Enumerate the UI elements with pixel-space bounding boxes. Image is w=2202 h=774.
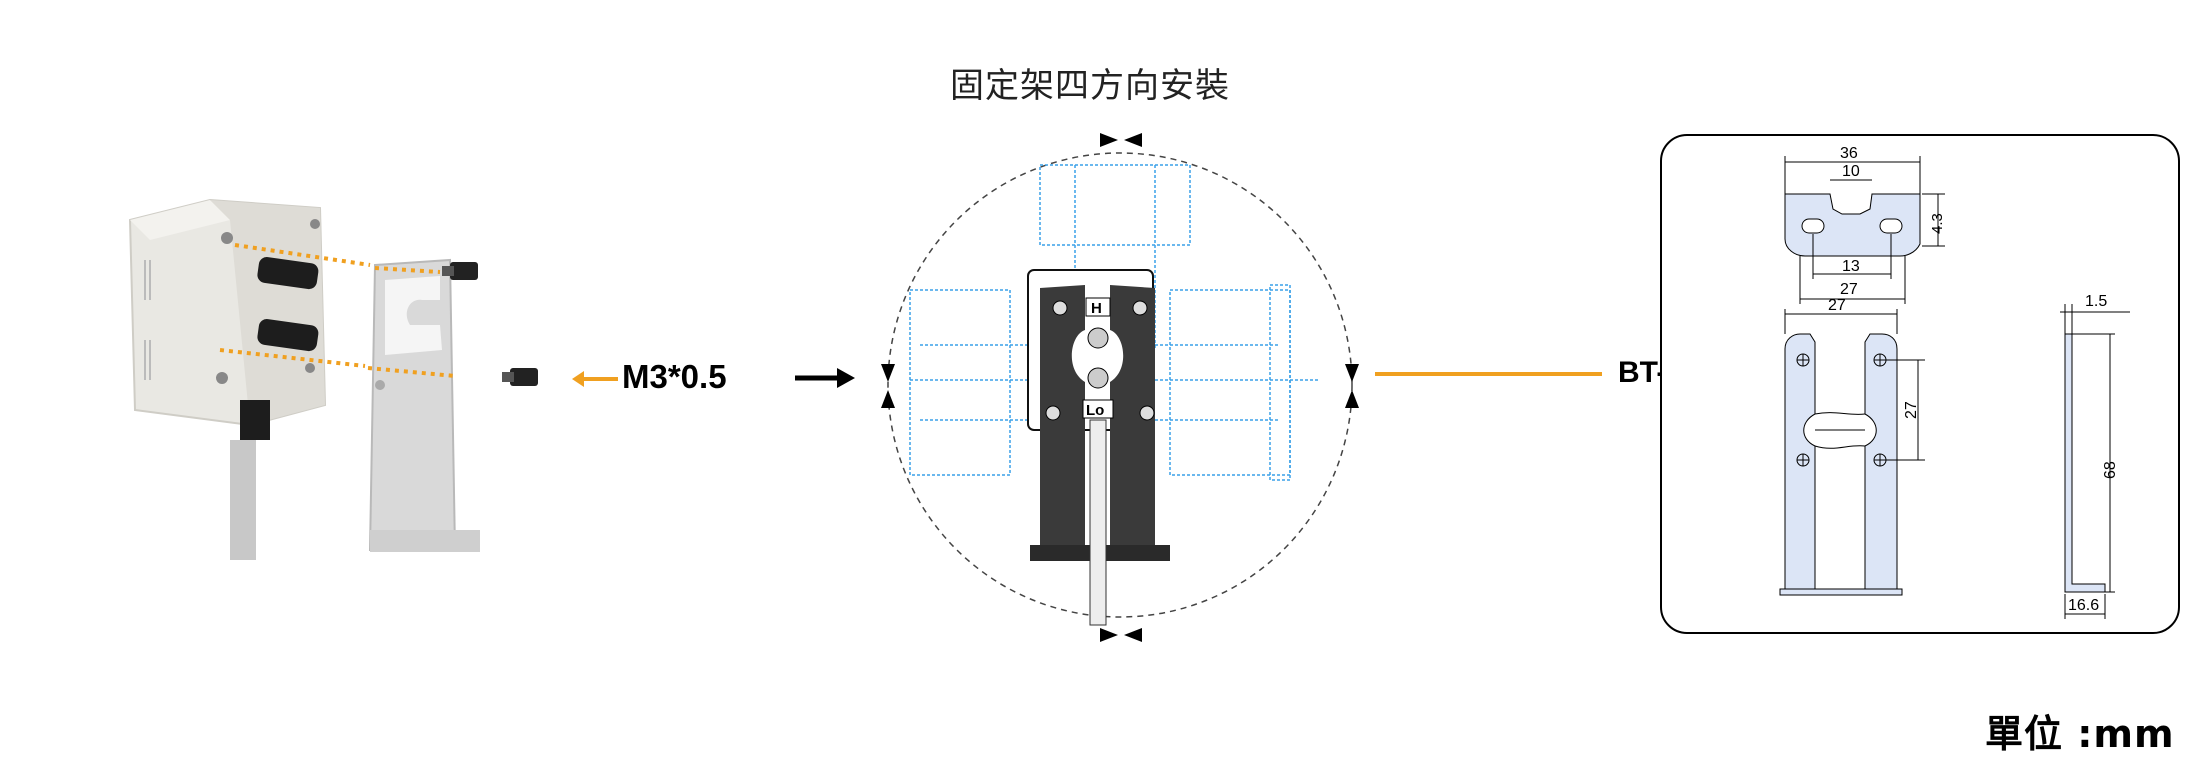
black-arrow-right [795, 368, 855, 388]
dim-top-slot: 10 [1842, 163, 1860, 180]
high-port-label: H [1091, 300, 1102, 317]
unit-label: 單位 :mm [1985, 712, 2175, 756]
screw-upper [442, 262, 478, 280]
rotation-circle [887, 152, 1353, 618]
dim-top-inner: 27 [1840, 281, 1858, 298]
dim-top-height: 4.3 [1929, 213, 1946, 234]
side-view: 1.5 68 16.6 [2060, 293, 2130, 619]
bracket-dimension-drawing: 36 10 4.3 13 27 27 [1660, 134, 2180, 634]
diagram-title: 固定架四方向安裝 [950, 66, 1230, 106]
bracket-photo [368, 258, 480, 552]
screw-pointer-arrow [572, 371, 618, 387]
sensor-box [128, 198, 327, 560]
callout-line [1375, 372, 1602, 376]
dim-thickness: 1.5 [2085, 293, 2107, 310]
dim-front-width: 27 [1828, 297, 1846, 314]
screw-size-label: M3*0.5 [622, 358, 727, 395]
tube [1089, 419, 1107, 626]
guide-line-lower [219, 348, 366, 368]
dim-front-holes: 27 [1903, 401, 1920, 419]
dim-top-width: 36 [1840, 145, 1858, 162]
dim-base-depth: 16.6 [2068, 597, 2099, 614]
low-port-label: Lo [1086, 402, 1104, 419]
product-exploded-view [128, 198, 538, 560]
rotation-arrows [881, 133, 1359, 642]
front-view: 27 27 [1779, 297, 1925, 596]
dim-height: 68 [2102, 461, 2119, 479]
top-view: 36 10 4.3 13 27 [1784, 145, 1946, 304]
dim-top-holes: 13 [1842, 258, 1860, 275]
screw-lower [502, 368, 538, 386]
dark-bracket [1030, 285, 1170, 561]
mount-holes [1796, 353, 1887, 467]
four-direction-mount-diagram: H Lo [881, 133, 1359, 642]
